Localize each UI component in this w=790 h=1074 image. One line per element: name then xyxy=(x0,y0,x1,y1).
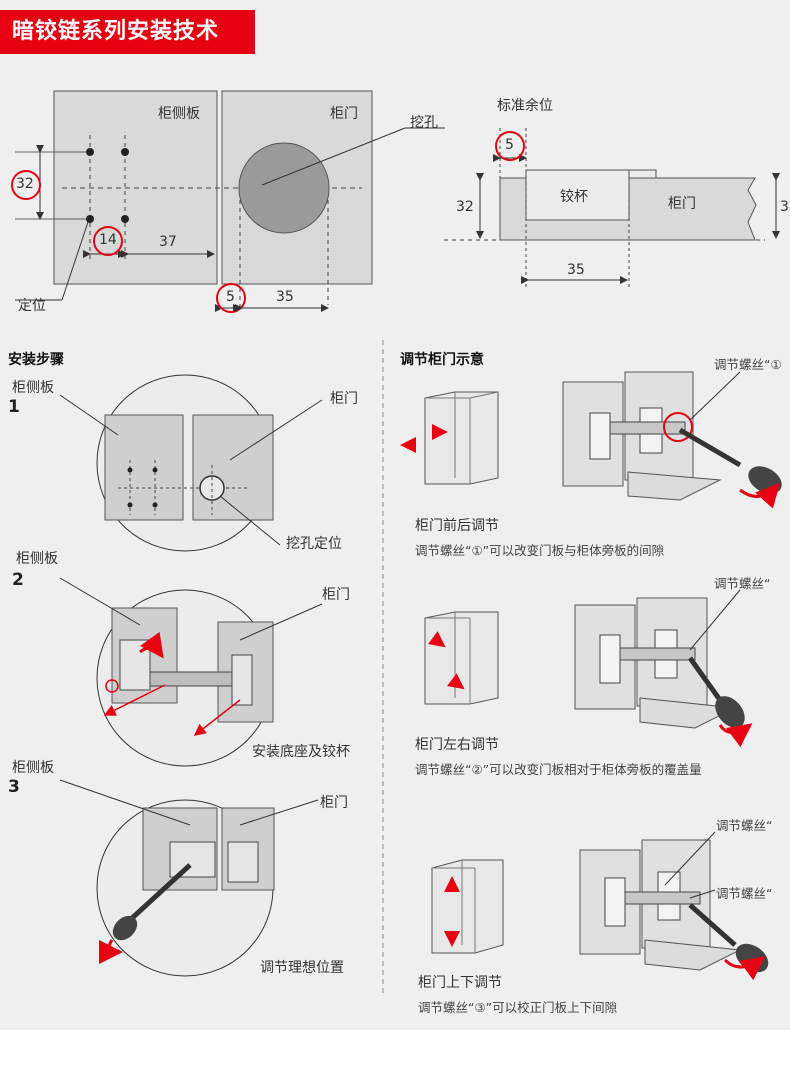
step1-side-label: 柜侧板 xyxy=(12,380,54,396)
step3-side-label: 柜侧板 xyxy=(12,760,54,776)
cup-label: 铰杯 xyxy=(560,189,588,205)
drill-point xyxy=(86,148,94,156)
drill-point xyxy=(121,215,129,223)
step1-number: 1 xyxy=(8,397,20,417)
cup-section xyxy=(525,169,630,221)
step2-number: 2 xyxy=(12,570,24,590)
adjust1-title: 柜门前后调节 xyxy=(415,518,499,534)
dim-32-label: 32 xyxy=(16,176,34,192)
locate-label: 定位 xyxy=(18,298,46,314)
step1-door-label: 柜门 xyxy=(330,391,358,407)
step3-number: 3 xyxy=(8,777,20,797)
right-door-label: 柜门 xyxy=(668,196,696,212)
right-35-label: 35 xyxy=(567,262,585,278)
adjust2-desc: 调节螺丝“②”可以改变门板相对于柜体旁板的覆盖量 xyxy=(415,762,702,777)
step1-note: 挖孔定位 xyxy=(286,536,342,552)
adjust3-desc: 调节螺丝“③”可以校正门板上下间隙 xyxy=(418,1000,618,1015)
side-panel-label: 柜侧板 xyxy=(158,106,200,122)
adjust2-screw-label: 调节螺丝“ xyxy=(714,576,771,591)
adjust-title: 调节柜门示意 xyxy=(400,352,484,368)
cabinet-box-3 xyxy=(431,859,504,954)
step3-note: 调节理想位置 xyxy=(260,960,344,976)
adjust3-screw2-label: 调节螺丝“ xyxy=(716,886,773,901)
cabinet-box-2 xyxy=(424,611,499,705)
cutout-label: 挖孔 xyxy=(410,115,438,131)
right-32-label: 32 xyxy=(456,199,474,215)
steps-title: 安装步骤 xyxy=(8,352,64,368)
drill-point xyxy=(121,148,129,156)
right-3-label: 3 xyxy=(780,199,789,215)
drill-point xyxy=(86,215,94,223)
margin-label: 标准余位 xyxy=(497,98,553,114)
adjust3-title: 柜门上下调节 xyxy=(418,975,502,991)
adjust2-title: 柜门左右调节 xyxy=(415,737,499,753)
cabinet-box-1 xyxy=(424,391,499,485)
right-5-label: 5 xyxy=(505,137,514,153)
door-label: 柜门 xyxy=(330,106,358,122)
dim-37-label: 37 xyxy=(159,234,177,250)
cup-hole xyxy=(238,142,330,234)
step3-door-label: 柜门 xyxy=(320,795,348,811)
dim-5-label: 5 xyxy=(226,289,235,305)
adjust1-screw-label: 调节螺丝“① xyxy=(714,357,782,372)
adjust3-screw1-label: 调节螺丝“ xyxy=(716,818,773,833)
step2-note: 安装底座及铰杯 xyxy=(252,744,350,760)
adjust1-desc: 调节螺丝“①”可以改变门板与柜体旁板的间隙 xyxy=(415,543,665,558)
dim-35-label: 35 xyxy=(276,289,294,305)
step2-door-label: 柜门 xyxy=(322,587,350,603)
dim-14-label: 14 xyxy=(99,232,117,248)
page-title: 暗铰链系列安装技术 xyxy=(0,10,255,54)
step2-side-label: 柜侧板 xyxy=(16,551,58,567)
